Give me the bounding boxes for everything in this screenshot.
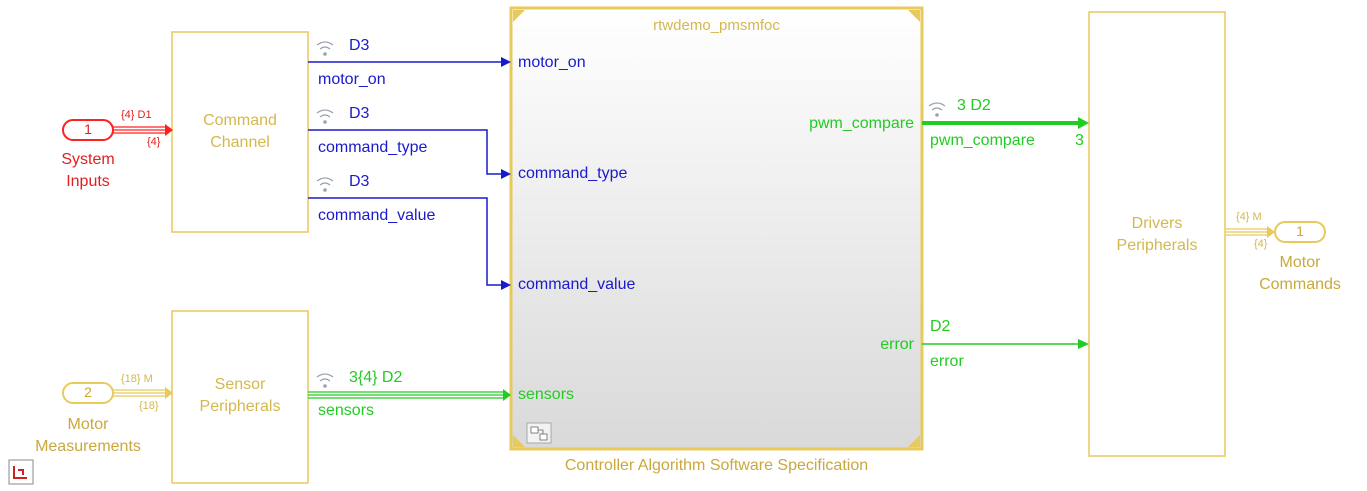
command-value-signal-line[interactable] [308,197,511,290]
sensor-peripherals-block[interactable] [171,310,309,484]
controller-model-name: rtwdemo_pmsmfoc [653,17,780,34]
controller-subsystem-block[interactable] [509,6,924,451]
outport-1-dims-bottom: {4} [1254,238,1268,250]
sensors-signal-tag: 3{4} D2 [349,369,403,386]
log-signal-icon-pwm-compare[interactable] [928,102,946,117]
outport-1-label-line2: Commands [1259,276,1341,293]
motor-on-signal-line[interactable] [308,57,511,67]
command-channel-label-line1: Command [203,112,277,129]
model-ref-corner-tl [513,10,525,22]
controller-outport-pwm-compare: pwm_compare [809,115,914,132]
system-inputs-arrowhead [165,124,173,136]
motor-measurements-arrowhead [165,387,173,399]
command-value-signal-name: command_value [318,207,436,224]
inport-2-number: 2 [84,384,92,400]
drivers-peripherals-label-line2: Peripherals [1116,237,1198,254]
controller-inport-command-type: command_type [518,165,628,182]
pwm-compare-signal-width: 3 [1075,132,1084,149]
motor-commands-bus-line[interactable] [1226,228,1268,236]
inport-2-label-line1: Motor [67,416,109,433]
command-type-signal-name: command_type [318,139,428,156]
controller-inport-command-value: command_value [518,276,636,293]
error-signal-name: error [930,353,964,370]
pwm-compare-signal-line[interactable] [922,117,1089,129]
inport-1-label-line2: Inputs [66,173,110,190]
motor-on-signal-tag: D3 [349,37,370,54]
inport-2-label-line2: Measurements [35,438,141,455]
motor-commands-arrowhead [1267,226,1275,238]
sensors-signal-name: sensors [318,402,375,419]
inport-1-label-line1: System [61,151,115,168]
motor-measurements-bus-line[interactable] [113,389,166,397]
outport-1-number: 1 [1296,223,1304,239]
hierarchy-navigation-icon[interactable] [8,459,34,485]
sensors-signal-line[interactable] [308,391,504,399]
log-signal-icon-sensors[interactable] [316,373,334,388]
sensor-peripherals-label-line1: Sensor [214,376,266,393]
outport-1-label-line1: Motor [1279,254,1321,271]
error-signal-tag: D2 [930,318,951,335]
log-signal-icon-command-type[interactable] [316,109,334,124]
model-ref-corner-br [908,435,920,447]
inport-2-dims-bottom: {18} [139,400,159,412]
command-value-signal-tag: D3 [349,173,370,190]
command-type-signal-tag: D3 [349,105,370,122]
outport-1-dims-top: {4} M [1236,211,1262,223]
inport-1-dims-bottom: {4} [147,136,161,148]
command-channel-label-line2: Channel [210,134,270,151]
inport-1-number: 1 [84,121,92,137]
command-type-signal-line[interactable] [308,129,511,179]
motor-on-signal-name: motor_on [318,71,386,88]
controller-outport-error: error [880,336,914,353]
command-channel-block[interactable] [171,31,309,233]
sensors-arrowhead [503,389,511,401]
inport-1-dims-top: {4} D1 [121,109,152,121]
system-inputs-bus-line[interactable] [113,126,166,134]
pwm-compare-signal-tag: 3 D2 [957,97,991,114]
log-signal-icon-command-value[interactable] [316,177,334,192]
controller-inport-sensors: sensors [518,386,575,403]
model-reference-icon[interactable] [526,422,552,444]
model-ref-corner-tr [908,10,920,22]
drivers-peripherals-label-line1: Drivers [1131,215,1183,232]
error-signal-line[interactable] [922,339,1089,349]
controller-inport-motor-on: motor_on [518,54,586,71]
inport-2-dims-top: {18} M [121,373,153,385]
log-signal-icon-motor-on[interactable] [316,41,334,56]
sensor-peripherals-label-line2: Peripherals [199,398,281,415]
model-ref-corner-bl [513,435,525,447]
drivers-peripherals-block[interactable] [1088,11,1226,457]
pwm-compare-signal-name: pwm_compare [930,132,1035,149]
controller-caption: Controller Algorithm Software Specificat… [564,457,869,474]
